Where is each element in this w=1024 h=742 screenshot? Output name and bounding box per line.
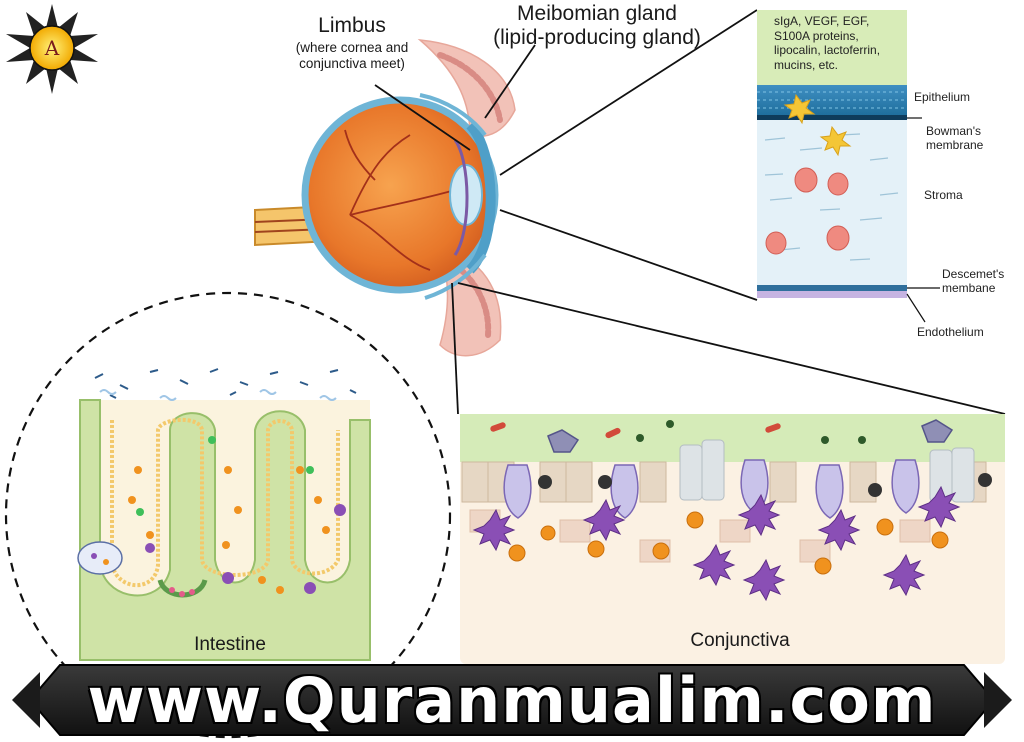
- meibomian-title: Meibomian gland: [517, 2, 677, 25]
- label-descemets-membrane: Descemet's membane: [942, 267, 1004, 296]
- intestine-panel: [4, 291, 452, 739]
- tear-components-list: sIgA, VEGF, EGF, S100A proteins, lipocal…: [774, 14, 904, 73]
- logo-glyph: A: [44, 36, 60, 60]
- tear-component-line: S100A proteins,: [774, 28, 859, 43]
- eye-illustration: [254, 39, 516, 357]
- conjunctiva-panel: [460, 414, 1005, 664]
- label-stroma: Stroma: [924, 188, 963, 202]
- label-bowmans-membrane: Bowman's membrane: [926, 124, 983, 153]
- watermark-text: www.Quranmualim.com: [87, 664, 937, 737]
- descemets-line: Descemet's: [942, 267, 1005, 281]
- descemets-line: membane: [942, 281, 996, 296]
- label-endothelium: Endothelium: [917, 325, 984, 339]
- watermark-banner: [12, 664, 1012, 736]
- tear-component-line: lipocalin, lactoferrin,: [774, 43, 881, 58]
- zoom-line-bottom: [499, 209, 758, 301]
- limbus-title: Limbus: [318, 14, 386, 37]
- conj-line-left: [451, 282, 459, 415]
- cornea-section: [757, 10, 940, 323]
- intestine-label: Intestine: [194, 634, 266, 655]
- limbus-subtitle: (where cornea and conjunctiva meet): [295, 40, 409, 71]
- tear-component-line: mucins, etc.: [774, 57, 839, 72]
- bowmans-line: Bowman's: [926, 124, 981, 138]
- logo: A: [6, 4, 98, 94]
- tear-component-line: sIgA, VEGF, EGF,: [774, 14, 870, 28]
- label-epithelium: Epithelium: [914, 90, 971, 104]
- conj-line-right: [457, 282, 1006, 415]
- meibomian-leader: [484, 44, 536, 119]
- conjunctiva-label: Conjunctiva: [690, 630, 790, 651]
- meibomian-subtitle: (lipid-producing gland): [493, 26, 701, 49]
- logo-sun-disc: [29, 25, 75, 71]
- limbus-leader: [374, 84, 471, 151]
- bowmans-line: membrane: [926, 138, 984, 153]
- zoom-line-top: [499, 9, 758, 176]
